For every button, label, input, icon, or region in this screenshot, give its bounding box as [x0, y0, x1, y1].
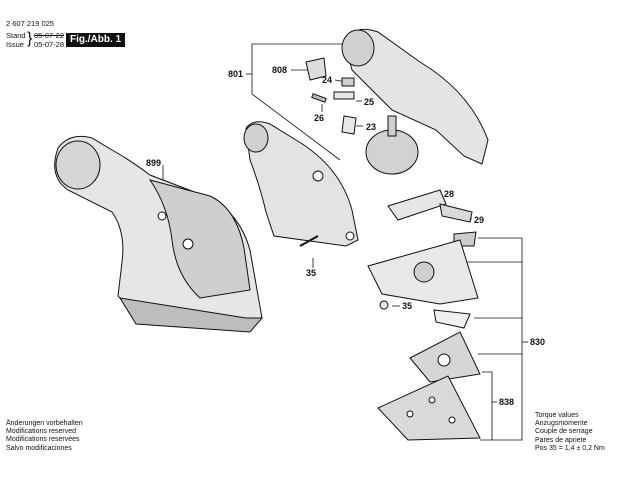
stand-date: 05-07-22	[34, 31, 65, 40]
callout-830: 830	[530, 337, 546, 347]
callout-25: 25	[364, 97, 375, 107]
screw-35-lower	[379, 300, 389, 310]
housing-hole	[312, 170, 324, 182]
issue-label: Issue	[6, 40, 24, 49]
bracket-830	[478, 237, 523, 441]
torque-line: Torque values	[535, 412, 579, 419]
sanding-sheet-838	[377, 375, 481, 441]
motor-end-cap	[341, 29, 375, 67]
callout-28: 28	[444, 189, 455, 199]
part-23	[341, 115, 357, 135]
issue-date: 05-07-28	[34, 40, 65, 49]
motor-shaft	[387, 115, 397, 137]
screw-35-upper	[299, 235, 319, 247]
footer-disclaimer: Änderungen vorbehalten Modifications res…	[6, 420, 83, 453]
motor-fan	[365, 129, 419, 175]
torque-values: Torque values Anzugsmomente Couple de se…	[535, 412, 605, 453]
callout-899: 899	[146, 158, 162, 168]
callout-29: 29	[474, 215, 485, 225]
torque-spec: Pos 35 = 1,4 ± 0,2 Nm	[535, 444, 605, 452]
part-25	[333, 91, 355, 100]
housing-collar	[243, 123, 269, 153]
grip-hole-2	[157, 211, 167, 221]
sheet-hole-2	[428, 396, 436, 404]
part-808	[305, 57, 327, 81]
part-28	[387, 189, 447, 221]
clamp-ring	[433, 309, 471, 329]
callout-35-upper: 35	[306, 268, 317, 278]
grip-screw-hole	[182, 238, 194, 250]
bracket-838	[482, 371, 493, 440]
housing-half-801	[243, 121, 359, 247]
torque-line: Couple de serrage	[535, 428, 593, 436]
stand-label: Stand	[6, 31, 26, 40]
torque-line: Anzugsmomente	[535, 420, 588, 428]
part-26	[311, 93, 327, 103]
disclaimer-line: Modifications reserved	[6, 428, 77, 436]
disclaimer-line: Modifications reservées	[6, 436, 80, 444]
grip-panel	[148, 179, 251, 299]
callout-23: 23	[366, 122, 377, 132]
callout-26: 26	[314, 113, 325, 123]
pad-center-hole	[437, 353, 451, 367]
sanding-pads	[367, 239, 481, 441]
base-frame-center	[413, 261, 435, 283]
figure-label: Fig./Abb. 1	[66, 33, 126, 47]
callout-808: 808	[272, 65, 288, 75]
small-parts	[299, 57, 477, 310]
motor-housing	[341, 28, 489, 165]
callout-24: 24	[322, 75, 333, 85]
housing-hole-2	[345, 231, 355, 241]
sheet-hole-3	[448, 416, 456, 424]
bracket-801	[251, 44, 341, 161]
motor-cap	[55, 140, 101, 190]
callout-35-lower: 35	[402, 301, 413, 311]
part-number: 2 607 219 025	[6, 19, 54, 28]
part-24	[341, 77, 355, 87]
header-brace: }	[27, 30, 33, 47]
part-29	[439, 203, 473, 223]
base-plate	[119, 297, 264, 333]
disclaimer-line: Salvo modificaciones	[6, 444, 72, 452]
callout-801: 801	[228, 69, 244, 79]
assembled-sander-899	[54, 135, 264, 333]
torque-line: Pares de apriete	[535, 436, 587, 444]
callout-838: 838	[499, 397, 515, 407]
disclaimer-line: Änderungen vorbehalten	[6, 420, 83, 427]
sheet-hole-1	[406, 410, 414, 418]
